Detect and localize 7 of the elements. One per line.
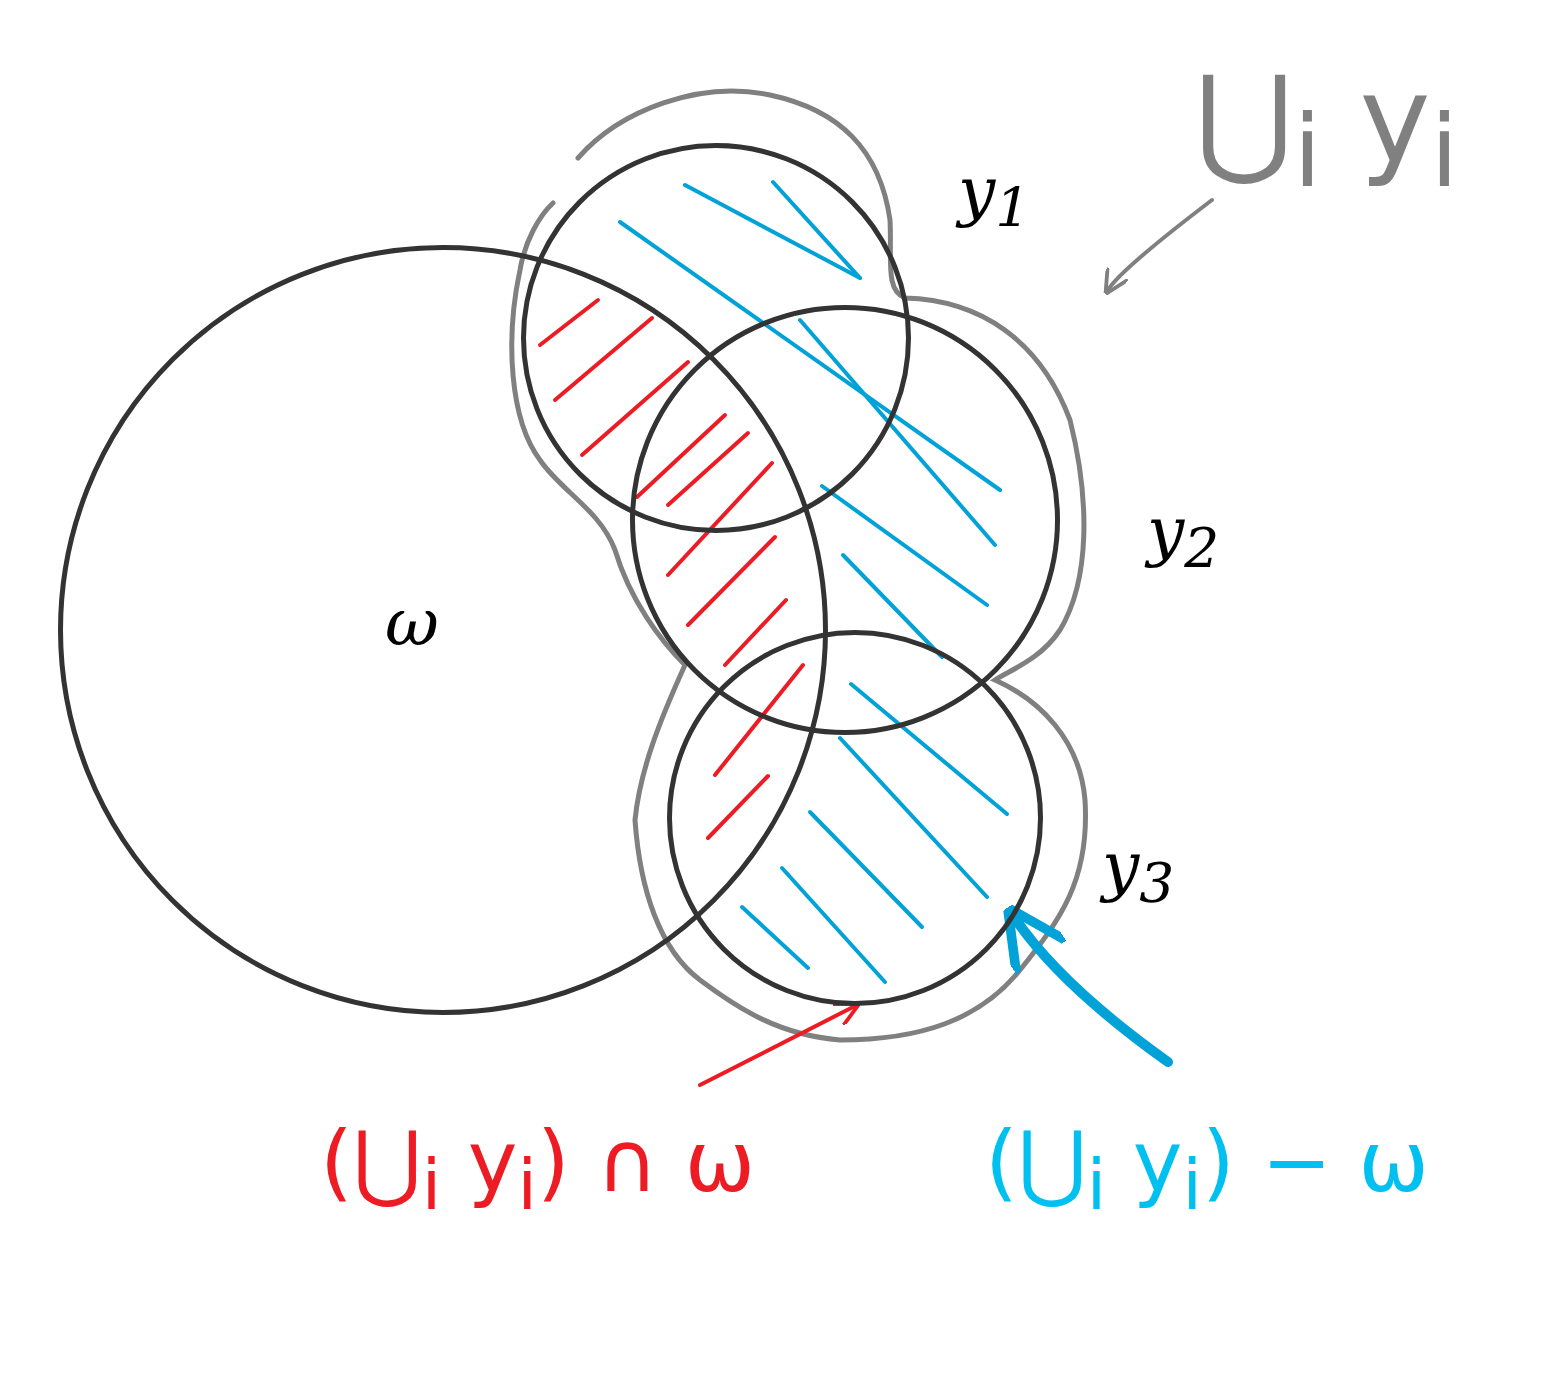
arrow [1002,903,1173,1067]
set-expression: (⋃$_{i}$ y$_{i}$) − ω [985,1120,1429,1220]
set-label: ω [385,590,439,656]
set-expression: (⋃$_{i}$ y$_{i}$) ∩ ω [320,1120,755,1220]
arrow [1103,198,1214,296]
set-circle [58,245,828,1015]
set-expression: ⋃$_{i}$ y$_{i}$ [1195,60,1459,202]
